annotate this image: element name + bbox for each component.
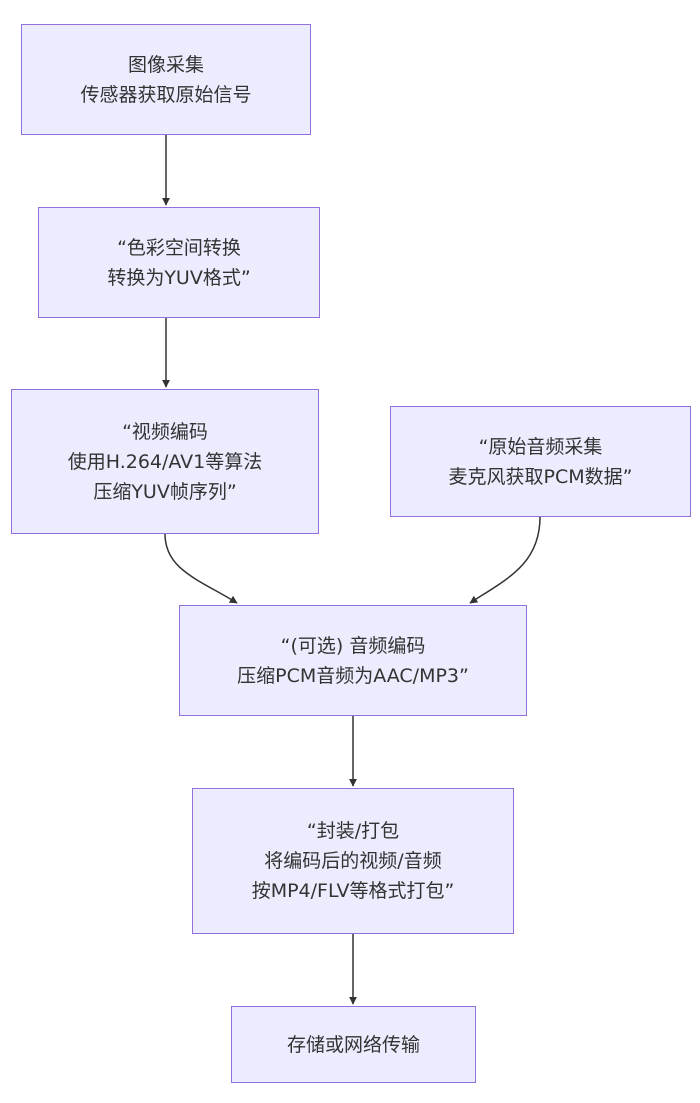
node-image-capture: 图像采集 传感器获取原始信号 (21, 24, 311, 135)
node-label-line: “色彩空间转换 (117, 236, 241, 259)
edge-rawaudio-to-audioenc (469, 516, 541, 604)
node-label-line: “(可选) 音频编码 (280, 634, 426, 657)
node-label-line: “封装/打包 (306, 820, 400, 842)
edge-videoenc-to-audioenc (164, 533, 238, 604)
node-label-line: “视频编码 (122, 420, 208, 443)
node-label-line: 麦克风获取PCM数据” (448, 465, 633, 488)
node-label-line: 按MP4/FLV等格式打包” (251, 880, 455, 902)
node-video-encoding: “视频编码 使用H.264/AV1等算法 压缩YUV帧序列” (11, 389, 319, 534)
node-label-line: 图像采集 (127, 53, 204, 76)
node-label-line: 压缩PCM音频为AAC/MP3” (237, 664, 469, 687)
node-muxing-packaging: “封装/打包 将编码后的视频/音频 按MP4/FLV等格式打包” (192, 788, 514, 934)
node-label-line: 传感器获取原始信号 (80, 83, 252, 106)
node-label-line: 将编码后的视频/音频 (264, 850, 442, 872)
node-audio-encoding: “(可选) 音频编码 压缩PCM音频为AAC/MP3” (179, 605, 527, 716)
node-label-line: “原始音频采集 (478, 435, 603, 458)
node-label-line: 压缩YUV帧序列” (93, 480, 237, 503)
node-label-line: 使用H.264/AV1等算法 (67, 450, 263, 473)
node-storage-or-network: 存储或网络传输 (231, 1006, 476, 1083)
node-color-space-conversion: “色彩空间转换 转换为YUV格式” (38, 207, 320, 318)
node-label-line: 转换为YUV格式” (107, 266, 251, 289)
node-label-line: 存储或网络传输 (286, 1033, 420, 1056)
node-raw-audio-capture: “原始音频采集 麦克风获取PCM数据” (390, 406, 691, 517)
